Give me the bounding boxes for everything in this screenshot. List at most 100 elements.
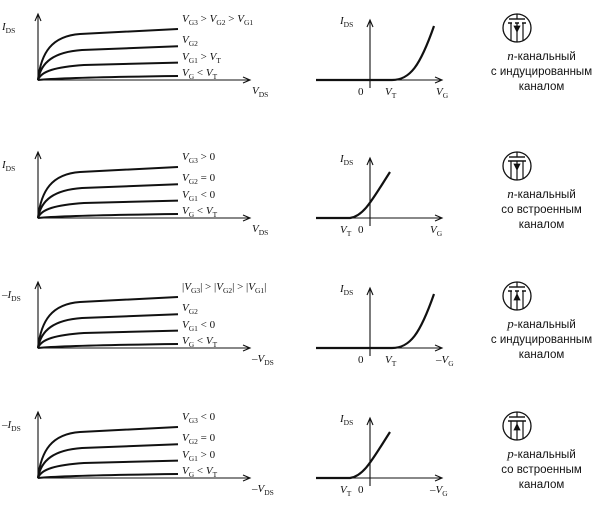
output-y-axis-label-symbol: I xyxy=(7,419,13,431)
output-curve-label: VG1 < 0 xyxy=(182,319,216,333)
output-curve-label-part: G3 xyxy=(189,156,198,165)
output-curve-label-part: G xyxy=(189,470,195,479)
transfer-origin-label: 0 xyxy=(358,86,364,98)
output-curve-label-part: V xyxy=(216,281,224,293)
output-curve-label-part: G1 xyxy=(189,56,198,65)
transfer-x-axis-label: VG xyxy=(436,86,449,100)
output-x-axis-label-subscript: DS xyxy=(264,488,274,497)
output-curve-label: VG3 > 0 xyxy=(182,151,216,165)
output-y-arrow-icon xyxy=(34,280,42,290)
threshold-voltage-label-symbol: V xyxy=(385,354,393,366)
channel-kind-line: со встроенным xyxy=(501,204,582,216)
transfer-x-axis-label-symbol: V xyxy=(436,86,444,98)
transfer-y-arrow-icon xyxy=(366,18,374,28)
output-curve-label-part: G1 xyxy=(189,454,198,463)
output-curve-label-part: < xyxy=(194,205,206,217)
output-curve-label-part: V xyxy=(182,189,190,201)
threshold-voltage-label-subscript: T xyxy=(392,359,397,368)
output-y-axis-label: IDS xyxy=(1,21,15,35)
output-curve-label-part: | xyxy=(182,281,184,293)
output-curve-label-part: G2 xyxy=(223,286,232,295)
threshold-voltage-label-subscript: T xyxy=(347,489,352,498)
output-curve xyxy=(37,443,179,479)
output-x-axis-label-symbol: V xyxy=(258,483,266,495)
output-y-axis-label-subscript: DS xyxy=(6,164,16,173)
output-curve-label-part: G1 xyxy=(244,18,253,27)
output-x-axis-label-symbol: V xyxy=(252,85,260,97)
threshold-voltage-label: VT xyxy=(340,224,352,238)
output-curve-label: |VG3| > |VG2| > |VG1| xyxy=(182,281,266,295)
output-curve-label-part: < 0 xyxy=(198,411,216,423)
output-x-arrow-icon xyxy=(242,76,252,84)
output-y-axis-label: –IDS xyxy=(1,289,21,303)
output-y-axis-label-subscript: DS xyxy=(11,294,21,303)
output-curve-label-part: V xyxy=(182,302,190,314)
transfer-origin-label: 0 xyxy=(358,354,364,366)
output-curve-label-part: G2 xyxy=(189,307,198,316)
output-curve-label-part: G2 xyxy=(189,177,198,186)
transfer-curve xyxy=(316,293,436,350)
output-y-axis-label-symbol: I xyxy=(1,159,7,171)
mosfet-symbol-icon xyxy=(502,411,532,441)
output-curve-label-part: < 0 xyxy=(198,319,216,331)
channel-word-line: каналом xyxy=(518,81,565,93)
transfer-y-axis-label-subscript: DS xyxy=(344,158,354,167)
output-curve-label-part: V xyxy=(237,13,245,25)
output-curve-label-part: V xyxy=(206,205,214,217)
output-curve-label-part: V xyxy=(182,34,190,46)
output-x-axis-label: –VDS xyxy=(251,483,274,497)
output-curve-label-part: | xyxy=(264,281,266,293)
output-curve xyxy=(37,329,179,349)
output-x-arrow-icon xyxy=(242,344,252,352)
output-curve-label-part: V xyxy=(182,335,190,347)
transfer-curve xyxy=(316,431,391,480)
channel-kind-line: с индуцированным xyxy=(490,66,593,78)
output-curve-label-part: > 0 xyxy=(198,449,216,461)
output-curve-label: VG1 > VT xyxy=(182,51,221,65)
output-curve-label: VG3 > VG2 > VG1 xyxy=(182,13,253,27)
transfer-y-axis-label-subscript: DS xyxy=(344,288,354,297)
output-x-axis-label-symbol: V xyxy=(258,353,266,365)
output-curve-label-part: V xyxy=(184,281,192,293)
channel-type-line: n-канальный xyxy=(472,186,611,203)
transfer-x-axis-label-symbol: V xyxy=(430,224,438,236)
output-curve xyxy=(37,28,179,81)
output-y-arrow-icon xyxy=(34,410,42,420)
transfer-y-axis-label: IDS xyxy=(339,413,353,427)
output-curve xyxy=(37,426,179,479)
transfer-y-axis-label-subscript: DS xyxy=(344,418,354,427)
output-curve-cutoff xyxy=(37,213,179,219)
output-curve-label: VG < VT xyxy=(182,335,218,349)
threshold-voltage-label-symbol: V xyxy=(385,86,393,98)
transfer-y-axis-label-symbol: I xyxy=(339,413,345,425)
output-curve-label-part: > xyxy=(226,13,238,25)
transfer-y-arrow-icon xyxy=(366,286,374,296)
output-curve-cutoff xyxy=(37,343,179,349)
output-curve-label: VG2 = 0 xyxy=(182,432,216,446)
output-curve-label-part: G2 xyxy=(189,437,198,446)
output-y-axis-label-subscript: DS xyxy=(11,424,21,433)
transfer-y-axis-label-symbol: I xyxy=(339,283,345,295)
transfer-x-arrow-icon xyxy=(434,344,444,352)
transfer-curve xyxy=(316,171,391,220)
threshold-voltage-label-symbol: V xyxy=(340,484,348,496)
transfer-x-axis-label: –VG xyxy=(435,354,454,368)
output-curve-cutoff xyxy=(37,75,179,81)
output-x-axis-label-sign: – xyxy=(251,483,258,495)
output-curve xyxy=(37,61,179,81)
output-curve-label: VG1 > 0 xyxy=(182,449,216,463)
transfer-x-axis-label-symbol: V xyxy=(436,484,444,496)
output-curve xyxy=(37,199,179,219)
output-curve xyxy=(37,459,179,479)
output-curve-label-part: = 0 xyxy=(198,172,216,184)
channel-type-line: n-канальный xyxy=(472,48,611,65)
transfer-origin-label: 0 xyxy=(358,224,364,236)
output-curve-label-part: V xyxy=(182,319,190,331)
output-curve-label-part: = 0 xyxy=(198,432,216,444)
output-curve-label-part: G2 xyxy=(189,39,198,48)
